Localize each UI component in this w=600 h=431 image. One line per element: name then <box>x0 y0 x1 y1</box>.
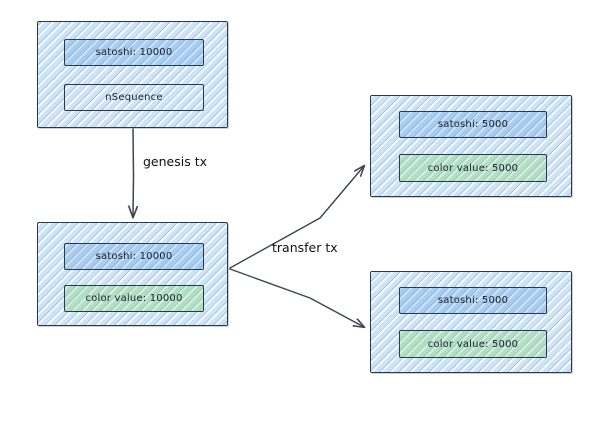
edge-label-genesis-tx: genesis tx <box>143 154 208 169</box>
genesis-input-tx-box[interactable]: satoshi: 10000 nSequence <box>37 21 228 128</box>
field-nsequence: nSequence <box>64 84 204 111</box>
edge-label-transfer-tx: transfer tx <box>272 240 338 255</box>
field-color-value: color value: 10000 <box>64 285 204 312</box>
field-satoshi: satoshi: 10000 <box>64 243 204 270</box>
transfer-output-tx-2-box[interactable]: satoshi: 5000 color value: 5000 <box>370 271 572 373</box>
field-satoshi: satoshi: 10000 <box>64 39 204 66</box>
arrow-transfer-bottom <box>229 268 364 327</box>
field-color-value: color value: 5000 <box>399 154 547 182</box>
field-color-value: color value: 5000 <box>399 330 547 358</box>
field-satoshi: satoshi: 5000 <box>399 287 547 314</box>
field-satoshi: satoshi: 5000 <box>399 111 547 138</box>
arrow-genesis-tx <box>133 128 134 217</box>
arrow-transfer-top <box>229 166 364 269</box>
transfer-output-tx-1-box[interactable]: satoshi: 5000 color value: 5000 <box>370 95 572 197</box>
genesis-output-tx-box[interactable]: satoshi: 10000 color value: 10000 <box>37 222 228 326</box>
